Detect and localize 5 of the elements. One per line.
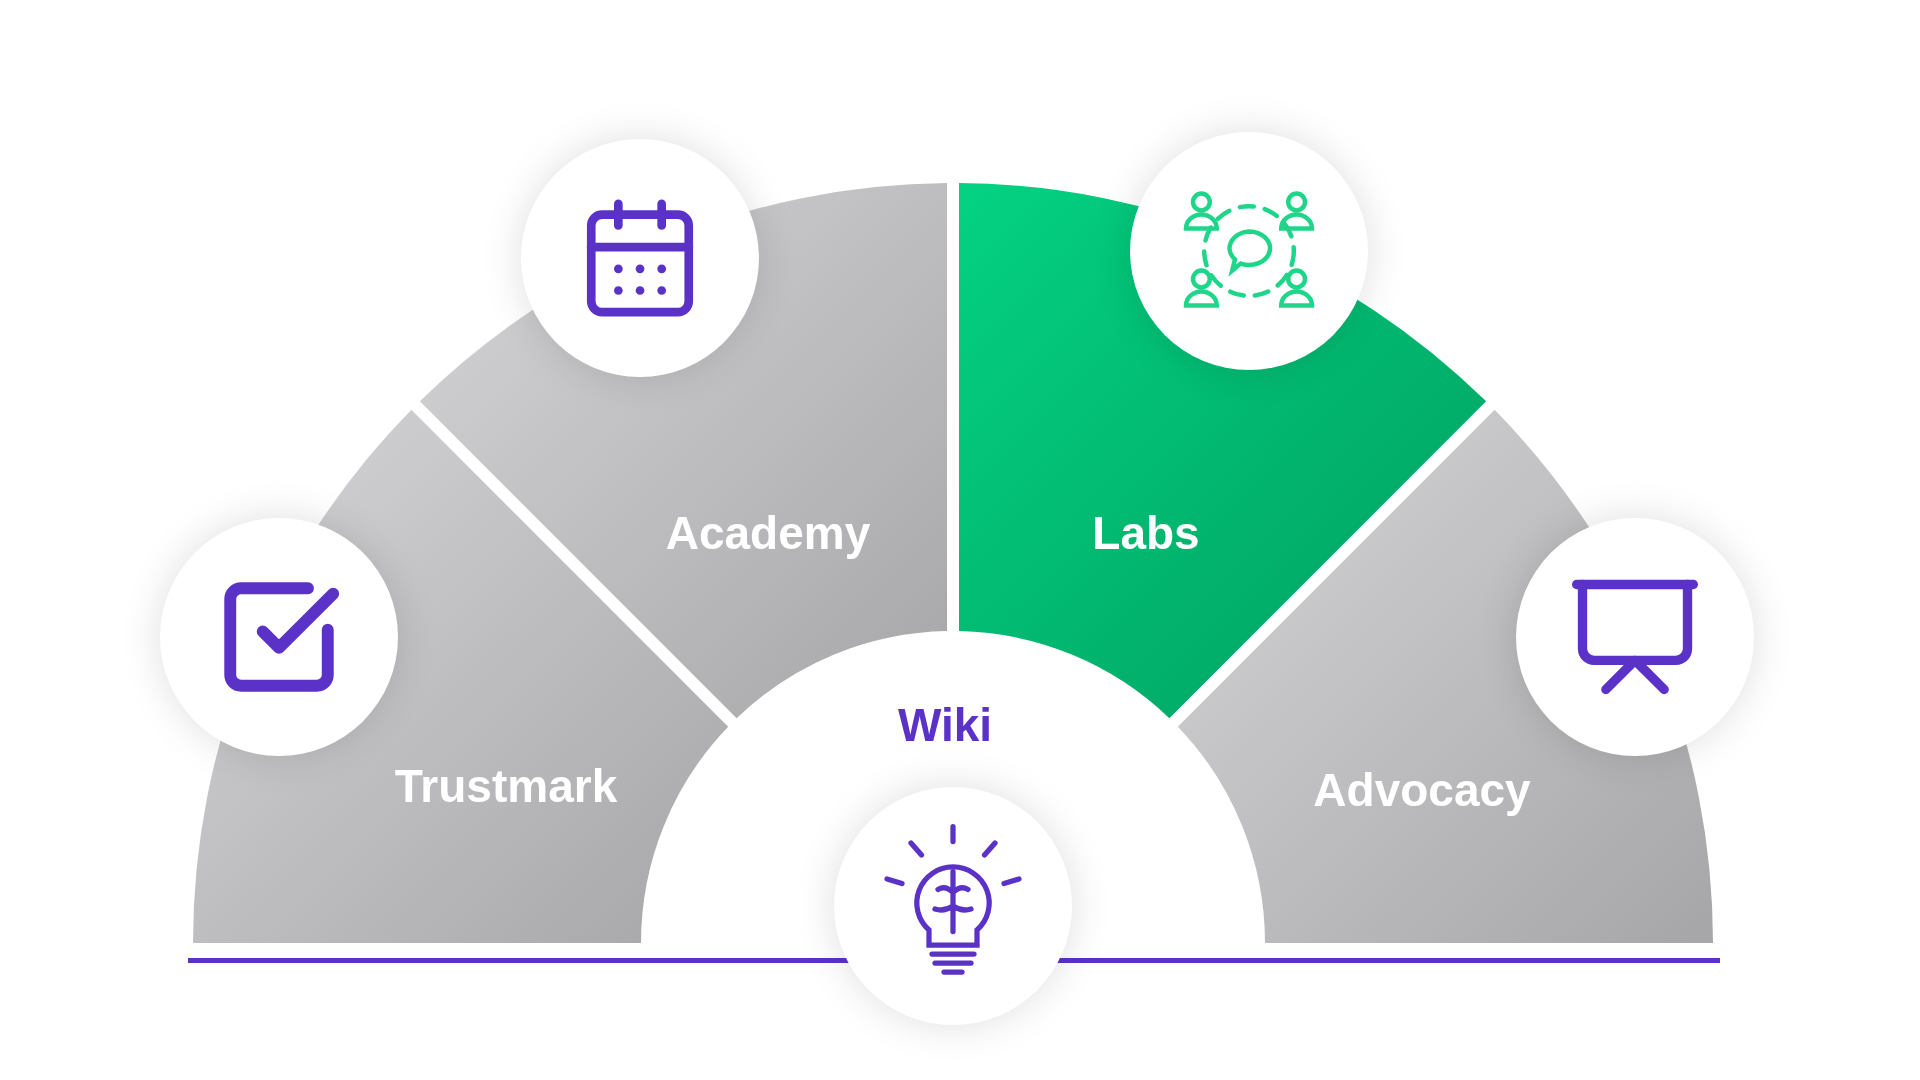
segment-label: Trustmark xyxy=(394,759,618,813)
segment-label: Labs xyxy=(1092,506,1200,560)
segment-label: Advocacy xyxy=(1313,763,1531,817)
segment-label: Academy xyxy=(665,506,871,560)
center-label: Wiki xyxy=(897,698,993,752)
